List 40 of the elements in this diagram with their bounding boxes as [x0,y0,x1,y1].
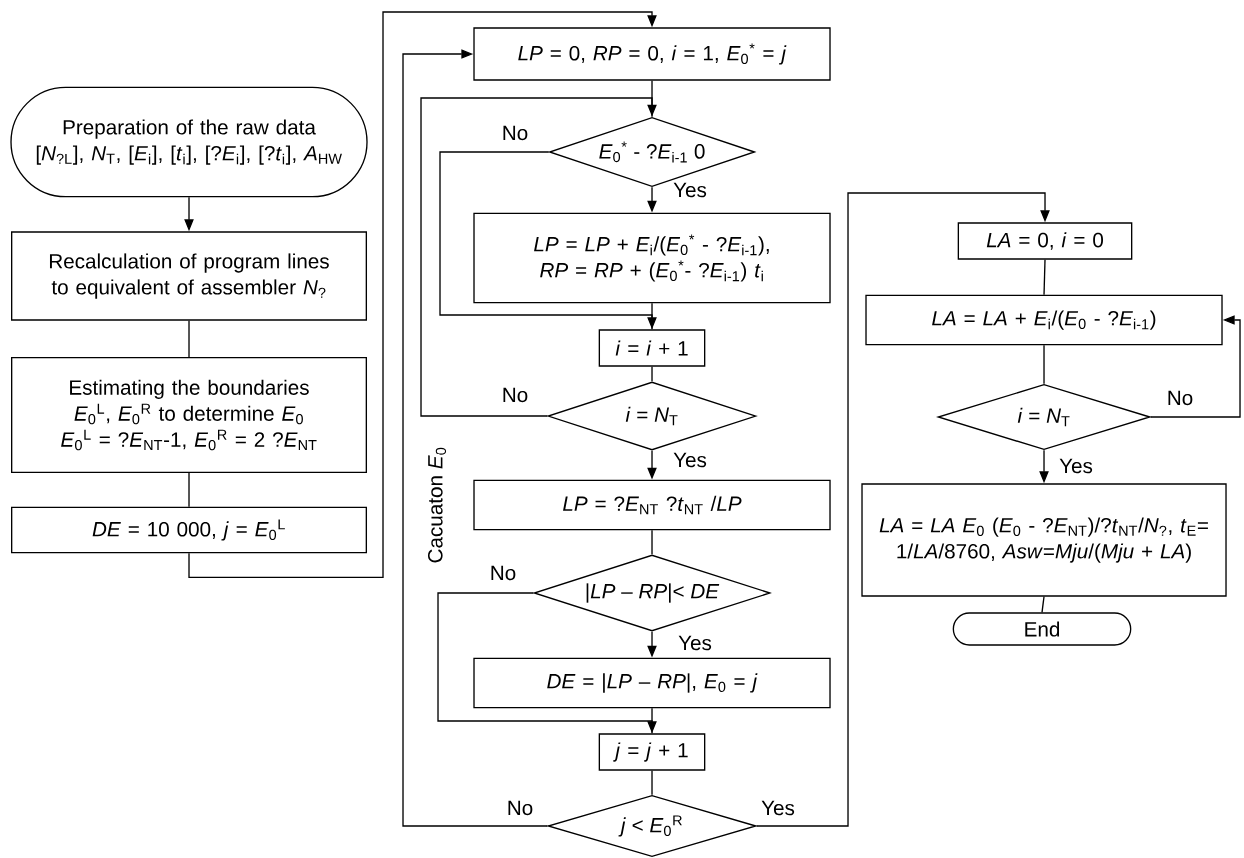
arrow [1150,315,1241,418]
process-box: DE = 10 000, j = E$_{0}$L [11,506,367,554]
process-box: j = j + 1 [598,733,706,771]
process-box: LP = LP + E$_{i}$/(E$_{0}$$^{*}$ - ?E$_{i-1}$), RP = RP + (E$_{0}$$^{*}$- ?E$_{i-1}$) t$_{i}$ [473,212,831,304]
edge-label: No [505,799,535,817]
connector-line [188,472,190,508]
connector-line [651,707,653,734]
process-box: Recalculation of program lines to equivalent of assembler N$_{?}$ [11,231,367,321]
arrow [402,49,548,827]
edge-label: Yes [676,634,714,652]
edge-label: No [500,386,530,404]
connector-line [651,302,653,330]
process-box: LP = ?E$_{NT}$ ?t$_{NT}$ /LP [473,479,831,531]
process-box: Estimating the boundaries E$_{0}$$^{L}$, E$_{0}$$^{R}$ to determine E$_{0}$ E$_{0}$$^{L}$ = ?E$_{NT}$-1, E$_{0}$$^{R}$ = 2 ?E$_{NT}$ [11,357,367,473]
edge-label: No [488,564,518,582]
connector-line [651,80,653,118]
connector-line [651,770,653,796]
process-box: LA = 0, i = 0 [957,222,1133,260]
arrow [756,192,1050,827]
arrow [420,97,657,417]
process-box: LP = 0, RP = 0, i = 1, E$_{0}$$^{*}$ = j [473,27,831,81]
terminator: End [952,612,1132,646]
process-box: LA = LA E$_{0}$ (E$_{0}$ - ?E$_{NT}$)/?t$_{NT}$/N$_{?}$, t$_{E}$= 1/LA/8760, Asw=Mju/(Mju + LA) [861,483,1227,597]
connector-line [1041,596,1045,613]
connector-line [651,529,653,555]
process-box: i = i + 1 [598,329,706,367]
connector-line [1043,344,1045,385]
edge-label: Yes [759,799,797,817]
process-box: DE = |LP – RP|, E$_{0}$ = j [473,657,831,709]
edge-label: Yes [671,451,709,469]
edge-label: Yes [1057,457,1095,475]
process-box: LA = LA + E$_{i}$/(E$_{0}$ - ?E$_{i-1}$) [865,294,1223,346]
edge-label: No [500,124,530,142]
arrow [188,11,657,578]
connector-line [188,320,190,358]
rotated-label: Cacuaton E$_{0}$ [428,447,447,563]
connector-line [1043,259,1046,296]
connector-line [651,366,653,382]
terminator: Preparation of the raw data [N$_{?L}$], N$_{T}$, [E$_{i}$], [t$_{i}$], [?E$_{i}$], [?t$_{i}$], A$_{HW}$ [10,86,368,198]
edge-label: No [1165,389,1195,407]
